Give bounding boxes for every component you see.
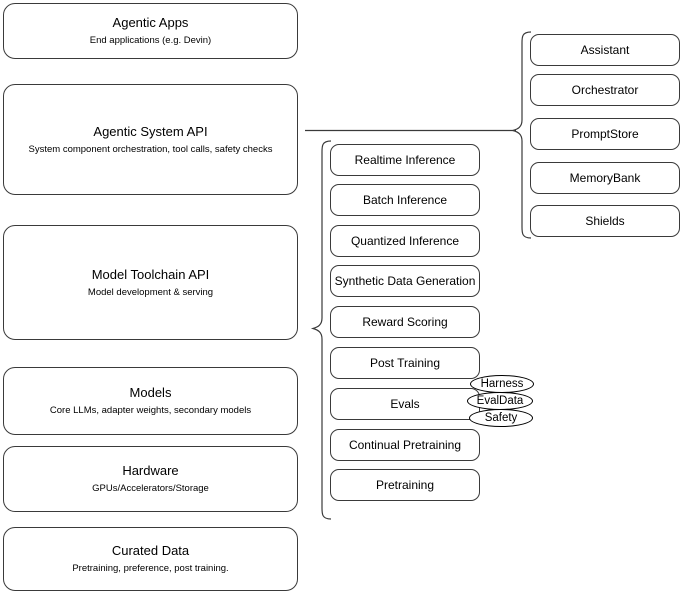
evals-tag-harness[interactable]: Harness [470,375,534,393]
toolchain-component-post-training[interactable]: Post Training [330,347,480,379]
tag-label: Safety [484,411,518,424]
system-component-orchestrator[interactable]: Orchestrator [530,74,680,106]
layer-title: Hardware [122,463,179,478]
brace-toolchain-components [310,140,332,520]
system-component-promptstore[interactable]: PromptStore [530,118,680,150]
component-label: Post Training [369,356,441,370]
system-component-memorybank[interactable]: MemoryBank [530,162,680,194]
toolchain-component-continual-pretraining[interactable]: Continual Pretraining [330,429,480,461]
toolchain-component-quantized-inference[interactable]: Quantized Inference [330,225,480,257]
component-label: Pretraining [375,478,435,492]
layer-subtitle: Model development & serving [87,286,214,298]
component-label: Continual Pretraining [348,438,462,452]
component-label: Synthetic Data Generation [334,274,476,288]
brace-system-components [510,31,532,239]
layer-title: Model Toolchain API [91,266,210,282]
component-label: Reward Scoring [362,315,448,329]
component-label: PromptStore [571,127,639,141]
component-label: Batch Inference [362,193,448,207]
layer-model-toolchain-api[interactable]: Model Toolchain API Model development & … [3,225,298,340]
system-component-assistant[interactable]: Assistant [530,34,680,66]
evals-tag-evaldata[interactable]: EvalData [467,392,533,410]
component-label: MemoryBank [569,171,641,185]
layer-title: Models [129,385,172,400]
layer-subtitle: Pretraining, preference, post training. [72,563,229,574]
layer-hardware[interactable]: Hardware GPUs/Accelerators/Storage [3,446,298,512]
toolchain-component-realtime-inference[interactable]: Realtime Inference [330,144,480,176]
toolchain-component-reward-scoring[interactable]: Reward Scoring [330,306,480,338]
layer-curated-data[interactable]: Curated Data Pretraining, preference, po… [3,527,298,591]
component-label: Evals [390,397,420,411]
toolchain-component-evals[interactable]: Evals [330,388,480,420]
layer-subtitle: System component orchestration, tool cal… [28,143,273,155]
component-label: Realtime Inference [354,153,456,167]
layer-title: Agentic Apps [112,15,189,30]
layer-agentic-system-api[interactable]: Agentic System API System component orch… [3,84,298,195]
component-label: Assistant [580,43,630,57]
tag-label: Harness [480,377,524,390]
component-label: Quantized Inference [350,234,460,248]
layer-title: Agentic System API [93,123,208,139]
layer-agentic-apps[interactable]: Agentic Apps End applications (e.g. Devi… [3,3,298,59]
component-label: Orchestrator [571,83,639,97]
component-label: Shields [585,214,625,228]
layer-subtitle: Core LLMs, adapter weights, secondary mo… [49,405,252,416]
layer-title: Curated Data [111,543,190,558]
system-component-shields[interactable]: Shields [530,205,680,237]
toolchain-component-pretraining[interactable]: Pretraining [330,469,480,501]
layer-models[interactable]: Models Core LLMs, adapter weights, secon… [3,367,298,435]
layer-subtitle: End applications (e.g. Devin) [89,35,212,46]
evals-tag-safety[interactable]: Safety [469,409,533,427]
toolchain-component-synthetic-data-generation[interactable]: Synthetic Data Generation [330,265,480,297]
tag-label: EvalData [476,394,524,407]
toolchain-component-batch-inference[interactable]: Batch Inference [330,184,480,216]
layer-subtitle: GPUs/Accelerators/Storage [92,483,209,494]
